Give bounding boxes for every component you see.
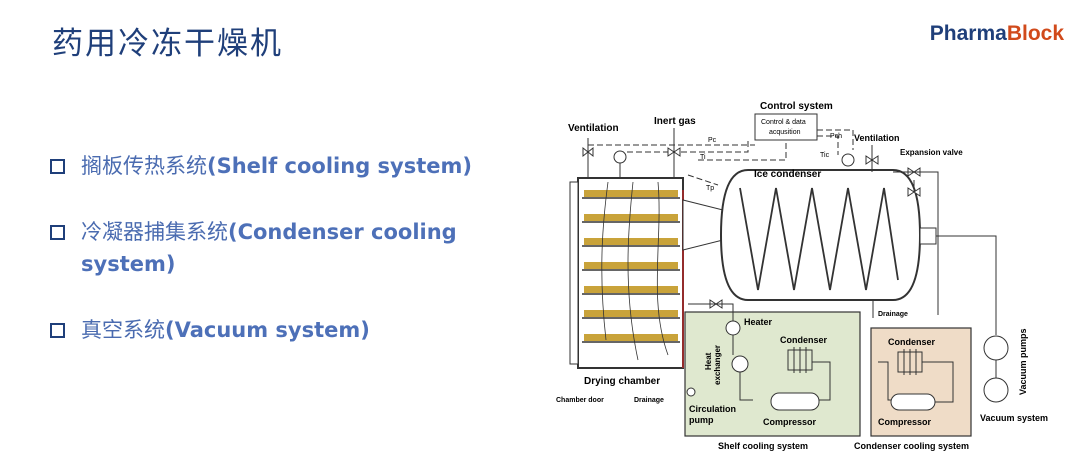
duct xyxy=(682,199,724,251)
bullet-cn: 真空系统 xyxy=(81,318,165,342)
condenser-shelf-label: Condenser xyxy=(780,335,828,345)
bullet-text: 冷凝器捕集系统(Condenser cooling system) xyxy=(81,216,510,280)
gauge-icon xyxy=(613,150,627,164)
condenser-coil-icon xyxy=(897,349,923,375)
bullet-vacuum: 真空系统(Vacuum system) xyxy=(50,314,510,346)
drying-chamber-label: Drying chamber xyxy=(584,376,660,387)
probe-wires xyxy=(601,181,669,361)
condenser-cooling-system-label: Condenser cooling system xyxy=(854,441,969,451)
gauge-icon xyxy=(841,153,855,167)
circulation-pump-icon xyxy=(686,387,696,397)
control-box-line1: Control & data xyxy=(761,119,806,126)
bullet-text: 真空系统(Vacuum system) xyxy=(81,314,370,346)
compressor-shelf-label: Compressor xyxy=(763,417,817,427)
bullet-shelf-cooling: 搁板传热系统(Shelf cooling system) xyxy=(50,150,510,182)
condenser-cooling-box xyxy=(870,327,972,437)
brand-logo: PharmaBlock xyxy=(930,22,1064,46)
checkbox-square-icon xyxy=(50,159,65,174)
compressor-right-label: Compressor xyxy=(878,417,932,427)
control-box xyxy=(754,113,818,141)
drainage-bottom-label: Drainage xyxy=(634,397,664,404)
chamber-door xyxy=(569,181,579,365)
expansion-valve-label: Expansion valve xyxy=(900,148,963,157)
circulation-label-1: Circulation xyxy=(689,404,736,414)
compressor-right-icon xyxy=(890,393,936,411)
checkbox-square-icon xyxy=(50,225,65,240)
bullet-en: (Shelf cooling system) xyxy=(207,154,473,178)
heat-exchanger-icon xyxy=(731,355,749,373)
pch-label: Pch xyxy=(830,133,842,140)
heater-label: Heater xyxy=(744,317,773,327)
bullet-en: (Vacuum system) xyxy=(165,318,370,342)
vacuum-system-label: Vacuum system xyxy=(980,413,1048,423)
freeze-dryer-diagram: Control system Control & data acqusition… xyxy=(556,101,1048,451)
control-system-label: Control system xyxy=(760,101,833,112)
circulation-label-2: pump xyxy=(689,415,714,425)
vacuum-pumps-label: Vacuum pumps xyxy=(1018,328,1028,395)
vacuum-pump-icon xyxy=(983,335,1009,361)
tp-label: Tp xyxy=(706,185,714,192)
brand-part-1: Pharma xyxy=(929,22,1007,45)
bullet-cn: 冷凝器捕集系统 xyxy=(81,220,228,244)
pc-label: Pc xyxy=(708,137,717,144)
bullet-en: (Condenser cooling system) xyxy=(81,220,457,276)
chamber-door-label: Chamber door xyxy=(556,397,604,404)
drainage-top-label: Drainage xyxy=(878,311,908,318)
bullet-text: 搁板传热系统(Shelf cooling system) xyxy=(81,150,472,182)
tic-label: Tic xyxy=(820,152,830,159)
condenser-coil-icon xyxy=(787,347,813,373)
condenser-outlet xyxy=(919,227,937,245)
bullet-cn: 搁板传热系统 xyxy=(81,154,207,178)
inert-gas-label: Inert gas xyxy=(654,116,696,127)
heat-exchanger-line1: Heat xyxy=(704,352,713,370)
brand-part-2: Block xyxy=(1006,22,1064,45)
shelf-cooling-system-label: Shelf cooling system xyxy=(718,441,808,451)
heater-icon xyxy=(725,320,741,336)
ti-label: Ti xyxy=(700,154,706,161)
page-title: 药用冷冻干燥机 xyxy=(52,26,283,62)
ventilation-right-label: Ventilation xyxy=(854,133,900,143)
vacuum-pump-icon xyxy=(983,377,1009,403)
condenser-coil xyxy=(739,187,899,291)
checkbox-square-icon xyxy=(50,323,65,338)
control-box-line2: acqusition xyxy=(769,129,801,136)
shelf-cooling-box xyxy=(684,311,861,437)
compressor-shelf-icon xyxy=(770,392,820,411)
bullet-condenser-cooling: 冷凝器捕集系统(Condenser cooling system) xyxy=(50,216,510,280)
ice-condenser-label: Ice condenser xyxy=(754,169,821,180)
condenser-right-label: Condenser xyxy=(888,337,936,347)
heat-exchanger-line2: exchanger xyxy=(713,345,722,385)
bullet-list: 搁板传热系统(Shelf cooling system) 冷凝器捕集系统(Con… xyxy=(50,150,510,380)
ventilation-left-label: Ventilation xyxy=(568,123,619,134)
control-lines xyxy=(588,129,854,186)
